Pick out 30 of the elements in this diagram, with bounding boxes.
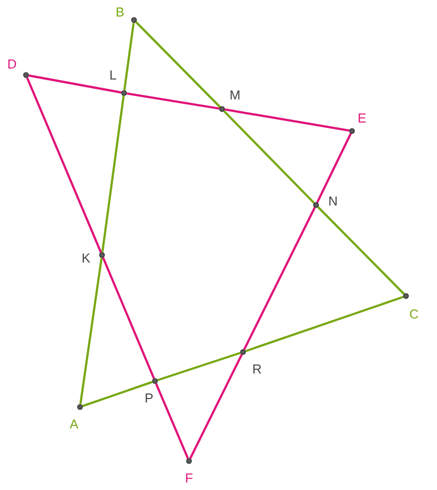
point-label: M [230,90,240,100]
point-label: B [116,8,124,16]
line-segment [126,92,220,110]
line-segment [28,74,122,94]
point-label: E [358,114,366,122]
line-segment [245,296,404,352]
point-label: A [70,420,78,428]
line-segment [223,110,315,204]
point-label: L [110,70,116,80]
point-label: R [253,364,262,374]
line-segment [243,206,316,350]
line-segment [79,258,103,404]
line-segment [189,354,243,460]
line-segment [316,132,352,203]
line-segment [102,257,155,379]
line-segment [82,380,153,408]
point-label: C [410,309,418,319]
line-segment [157,352,241,382]
line-segment [101,96,125,252]
line-segment [26,77,102,253]
point-label: N [329,196,337,206]
line-segment [123,22,135,90]
line-segment [135,21,221,108]
point-label: P [146,394,153,402]
line-segment [224,108,350,132]
line-segment [155,383,189,459]
point-label: D [8,60,16,68]
point-label: F [186,474,192,482]
line-segment [317,206,405,295]
point-label: K [82,254,90,262]
